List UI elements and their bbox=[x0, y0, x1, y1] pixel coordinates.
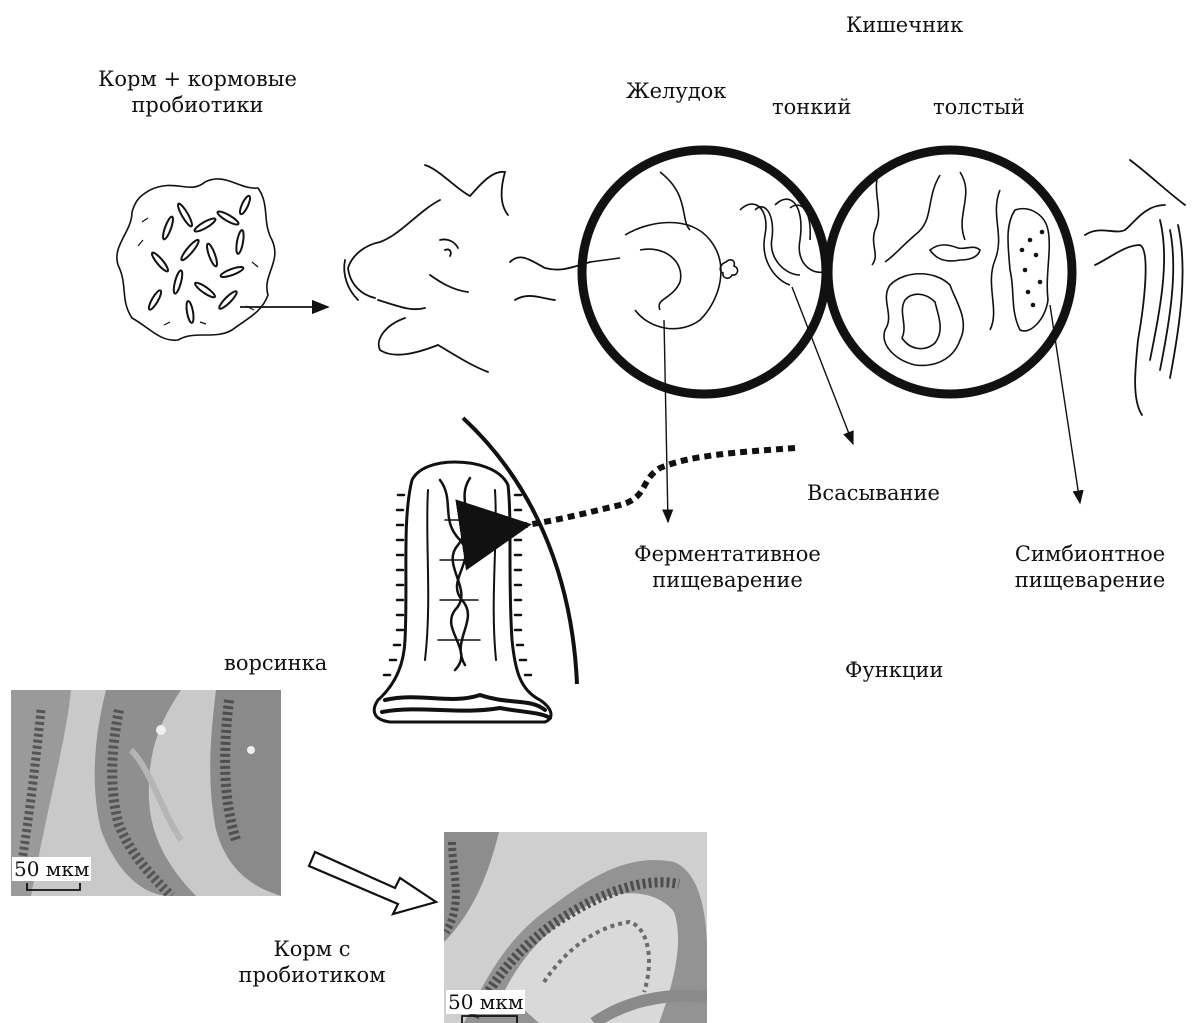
dotted-arrow bbox=[520, 448, 795, 526]
scale-text-1: 50 мкм bbox=[14, 857, 89, 881]
large-intestine-label: толстый bbox=[933, 94, 1025, 120]
symbiotic-label: Симбионтное пищеварение bbox=[1000, 541, 1180, 593]
intestine-drawing bbox=[872, 170, 1049, 365]
absorption-label: Всасывание bbox=[807, 480, 940, 506]
enzymatic-pointer bbox=[664, 320, 668, 522]
intestine-label: Кишечник bbox=[846, 12, 963, 38]
villus-icon bbox=[374, 462, 551, 722]
villus-label: ворсинка bbox=[224, 650, 327, 676]
scale-label-1: 50 мкм bbox=[12, 857, 91, 881]
scale-label-2: 50 мкм bbox=[446, 990, 525, 1014]
scale-text-2: 50 мкм bbox=[448, 990, 523, 1014]
feed-label: Корм + кормовые пробиотики bbox=[85, 66, 310, 118]
pig-head-icon bbox=[344, 165, 590, 372]
hollow-arrow bbox=[309, 852, 436, 914]
stomach-label: Желудок bbox=[626, 78, 726, 104]
pig-body-icon bbox=[1085, 160, 1185, 415]
feed-pellet-icon bbox=[117, 179, 275, 340]
small-intestine-label: тонкий bbox=[772, 94, 851, 120]
functions-label: Функции bbox=[845, 657, 943, 683]
enzymatic-label: Ферментативное пищеварение bbox=[620, 541, 835, 593]
intestine-lens bbox=[828, 150, 1072, 394]
feed-probiotic-label: Корм с пробиотиком bbox=[222, 936, 402, 988]
symbiotic-pointer bbox=[1050, 305, 1080, 503]
